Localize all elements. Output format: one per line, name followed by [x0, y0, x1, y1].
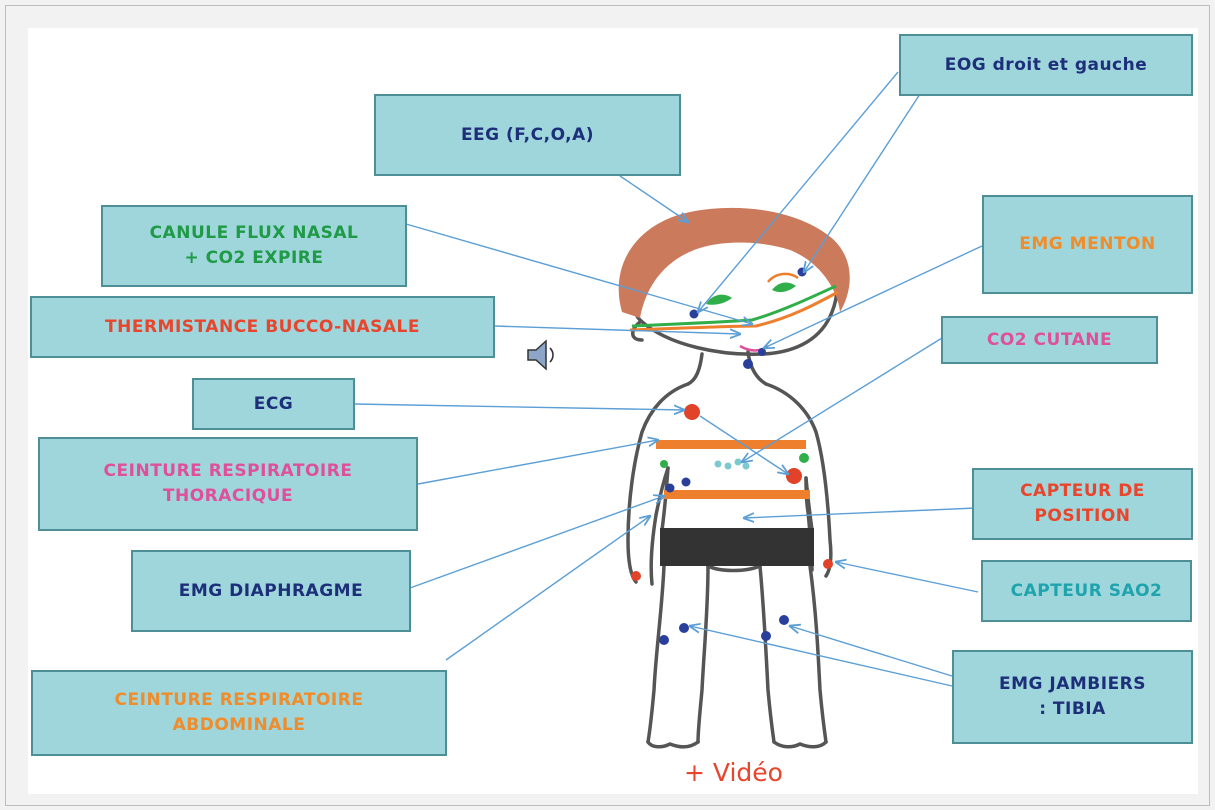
canule-label: CANULE FLUX NASAL + CO2 EXPIRE [101, 205, 407, 287]
capteur-sao2-label: CAPTEUR SAO2 [981, 560, 1192, 622]
pointer-arrows [353, 71, 983, 687]
hair [618, 207, 850, 318]
nasal-cannula [631, 284, 837, 328]
speaker-icon[interactable] [524, 338, 558, 372]
emg-diaphragme-label: EMG DIAPHRAGME [131, 550, 411, 632]
eog-label: EOG droit et gauche [899, 34, 1193, 96]
thoracic-belt [656, 440, 806, 449]
ecg-label: ECG [192, 378, 355, 430]
abdominal-belt [664, 490, 810, 499]
emg-jambiers-label: EMG JAMBIERS : TIBIA [952, 650, 1193, 744]
child-body [626, 210, 839, 749]
thermistance-label: THERMISTANCE BUCCO-NASALE [30, 296, 495, 358]
video-caption: + Vidéo [684, 758, 783, 787]
ceinture-thoracique-label: CEINTURE RESPIRATOIRE THORACIQUE [38, 437, 418, 531]
shorts [660, 528, 814, 566]
capteur-position-label: CAPTEUR DE POSITION [972, 468, 1193, 540]
left-eye [706, 294, 732, 305]
co2-cutane-label: CO2 CUTANE [941, 316, 1158, 364]
eeg-label: EEG (F,C,O,A) [374, 94, 681, 176]
right-eye [772, 282, 796, 293]
ceinture-abdominale-label: CEINTURE RESPIRATOIRE ABDOMINALE [31, 670, 447, 756]
emg-menton-label: EMG MENTON [982, 195, 1193, 294]
